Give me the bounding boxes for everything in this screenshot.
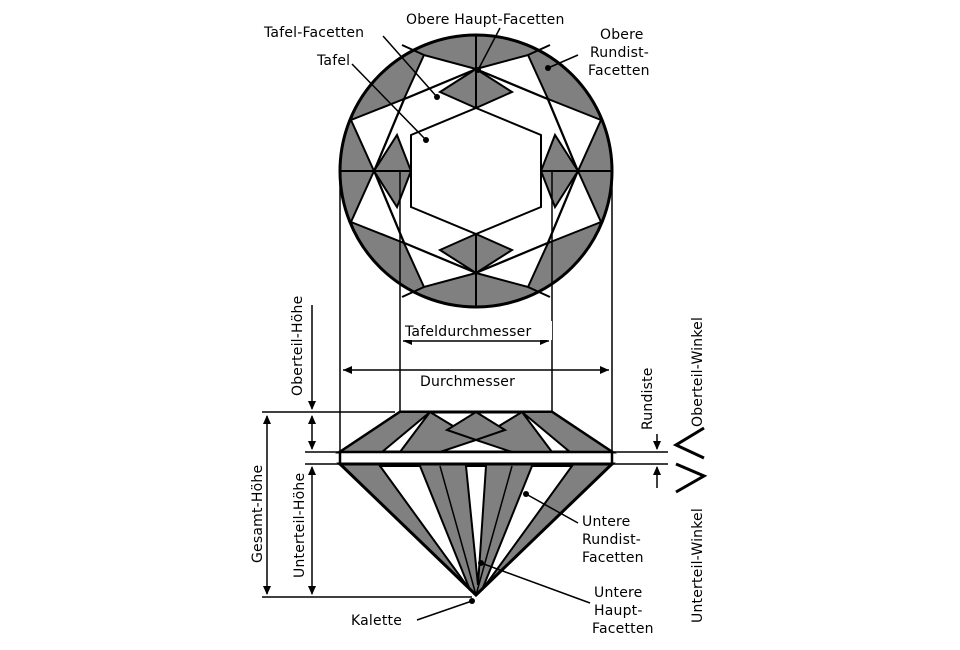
label-tafel-facetten: Tafel-Facetten <box>263 25 364 41</box>
label-obere-rundist-1: Obere <box>600 27 644 43</box>
table-center <box>410 106 542 236</box>
label-obere-rundist-3: Facetten <box>588 63 650 79</box>
label-obere-rundist-2: Rundist- <box>590 45 649 61</box>
bezel-facets <box>349 53 603 289</box>
dimension-lines <box>262 171 668 598</box>
label-untere-rundist-3: Facetten <box>582 550 644 566</box>
label-untere-haupt-2: Haupt- <box>594 603 643 619</box>
label-untere-haupt-1: Untere <box>594 585 642 601</box>
label-tafel: Tafel <box>316 53 350 69</box>
label-untere-rundist-1: Untere <box>582 514 630 530</box>
pavilion-lines <box>439 465 513 596</box>
label-gesamt-hoehe: Gesamt-Höhe <box>250 465 266 563</box>
top-view <box>338 33 614 309</box>
girdle-band <box>338 450 614 466</box>
angle-symbols <box>672 426 708 494</box>
arrowheads <box>263 337 661 595</box>
label-tafeldurchmesser: Tafeldurchmesser <box>404 324 531 340</box>
leader-lines <box>351 27 591 621</box>
crown-facets <box>336 410 616 453</box>
label-untere-rundist-2: Rundist- <box>582 532 641 548</box>
pavilion-facets <box>378 465 574 591</box>
labels: Tafel-Facetten Obere Haupt-Facetten Tafe… <box>250 12 706 637</box>
label-kalette: Kalette <box>351 613 402 629</box>
label-unterteil-hoehe: Unterteil-Höhe <box>292 473 308 578</box>
side-view <box>335 410 617 598</box>
label-oberteil-hoehe: Oberteil-Höhe <box>290 296 306 396</box>
girdle-lines <box>340 35 612 307</box>
label-obere-haupt-facetten: Obere Haupt-Facetten <box>406 12 565 28</box>
leader-dots <box>423 65 551 604</box>
label-oberteil-winkel: Oberteil-Winkel <box>690 317 706 427</box>
label-rundiste: Rundiste <box>640 367 656 430</box>
label-unterteil-winkel: Unterteil-Winkel <box>690 508 706 623</box>
label-durchmesser: Durchmesser <box>420 374 515 390</box>
label-untere-haupt-3: Facetten <box>592 621 654 637</box>
star-facets <box>372 67 580 275</box>
